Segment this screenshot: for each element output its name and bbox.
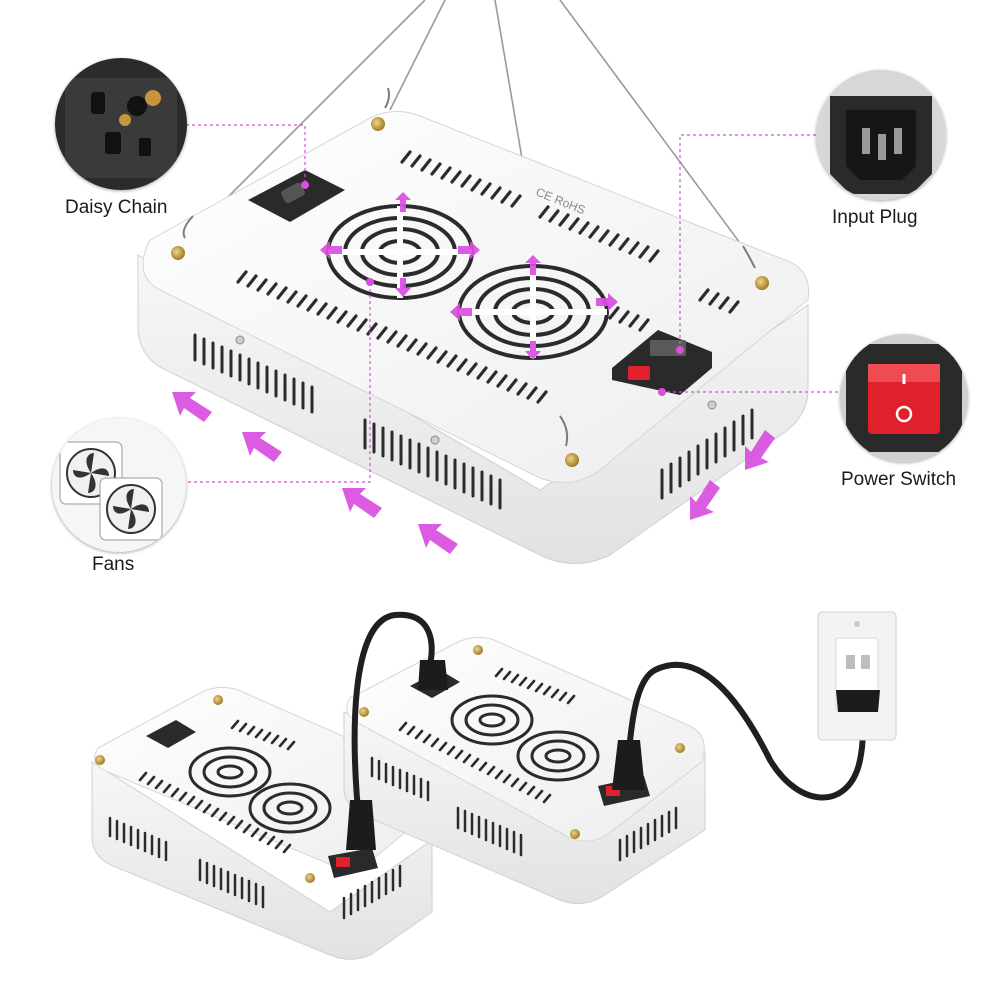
fans-closeup xyxy=(52,418,186,552)
daisy-chain-socket xyxy=(248,170,345,222)
fan-icon xyxy=(59,441,163,541)
plug-heads xyxy=(346,660,645,850)
top-vent-slots xyxy=(400,150,660,263)
input-plug-label: Input Plug xyxy=(832,207,918,228)
mounting-bolts xyxy=(171,117,769,467)
power-cables xyxy=(351,611,866,833)
fans-label: Fans xyxy=(92,554,135,575)
daisy-chain-closeup xyxy=(55,58,187,190)
input-plug-icon xyxy=(816,70,946,200)
input-plug-socket xyxy=(612,330,712,395)
airflow-arrows xyxy=(172,192,775,554)
power-switch-label: Power Switch xyxy=(841,469,957,490)
daisy-chain-label: Daisy Chain xyxy=(65,197,168,218)
input-plug-closeup xyxy=(816,70,946,200)
power-switch-rocker xyxy=(628,366,650,380)
power-switch-closeup xyxy=(840,334,968,462)
wall-outlet xyxy=(817,611,897,741)
side-vent-slots xyxy=(193,333,754,510)
daisy-chain-socket-icon xyxy=(55,58,187,190)
leader-lines xyxy=(186,124,862,483)
power-switch-icon xyxy=(840,334,968,462)
